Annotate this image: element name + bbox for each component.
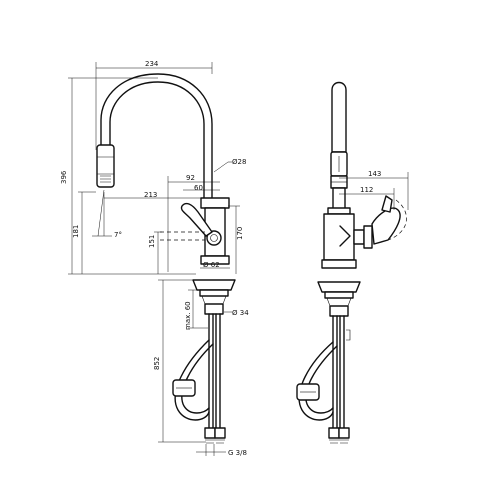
dim-height: 396 [60,170,68,184]
supply-hoses [172,313,226,444]
side-view [296,81,407,444]
dim-143: 143 [368,170,381,178]
dim-170: 170 [236,227,244,240]
dim-thread: G 3/8 [228,449,247,457]
dim-151: 151 [148,235,156,248]
dim-112: 112 [360,186,373,194]
faucet-body [160,197,230,265]
side-body [323,213,355,261]
dim-shank-diameter: Ø 34 [232,309,249,317]
spray-head [96,144,115,188]
dim-base-diameter: Ø 62 [203,261,220,269]
dim-852: 852 [153,357,161,370]
dim-213: 213 [144,191,157,199]
side-spout [331,81,347,153]
spout-arc [100,73,213,199]
dim-spout-diameter: Ø28 [232,158,246,166]
mount-flange [192,279,236,315]
dim-angle: 7° [114,231,122,239]
dim-width: 234 [145,60,159,68]
front-view [96,73,236,444]
lever-handle [180,202,213,237]
front-dimensions: 234 396 Ø28 92 60 213 181 7° 151 [60,60,249,457]
dim-60: 60 [194,184,203,192]
side-dimensions: 143 112 [339,170,409,210]
dim-92: 92 [186,174,195,182]
dim-max-60: max. 60 [184,301,192,330]
side-lever [353,195,407,249]
dim-181: 181 [72,225,80,238]
